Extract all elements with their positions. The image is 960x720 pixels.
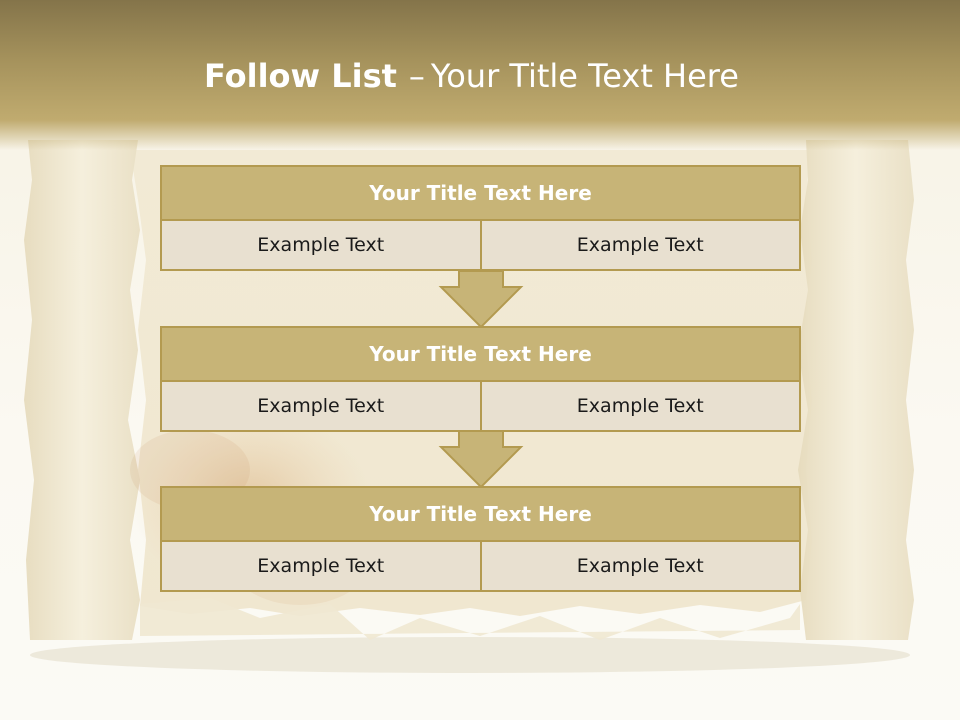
slide-title-bold: Follow List — [204, 57, 397, 95]
list-block-cell-right: Example Text — [479, 221, 800, 269]
list-block-title: Your Title Text Here — [160, 486, 801, 542]
scroll-left-roll — [24, 140, 140, 640]
list-block-cell-left: Example Text — [257, 234, 385, 256]
list-block-title: Your Title Text Here — [160, 165, 801, 221]
down-arrow-icon — [438, 430, 524, 489]
list-block-3: Your Title Text Here Example Text Exampl… — [160, 486, 801, 592]
slide-title: Follow List–Your Title Text Here — [0, 56, 943, 96]
list-block-title: Your Title Text Here — [160, 326, 801, 382]
list-block-row: Example Text Example Text — [160, 382, 801, 432]
header-band — [0, 0, 960, 150]
list-block-cell-right: Example Text — [479, 542, 800, 590]
list-block-2: Your Title Text Here Example Text Exampl… — [160, 326, 801, 432]
down-arrow-icon — [438, 270, 524, 329]
list-block-cell-right: Example Text — [479, 382, 800, 430]
scroll-right-roll — [798, 140, 914, 640]
list-block-1: Your Title Text Here Example Text Exampl… — [160, 165, 801, 271]
list-block-cell-left: Example Text — [257, 395, 385, 417]
list-block-row: Example Text Example Text — [160, 221, 801, 271]
list-block-row: Example Text Example Text — [160, 542, 801, 592]
list-block-cell-left: Example Text — [257, 555, 385, 577]
scroll-bottom-edge — [140, 598, 800, 640]
slide-title-separator: – — [408, 57, 425, 95]
slide-title-regular: Your Title Text Here — [430, 57, 739, 95]
